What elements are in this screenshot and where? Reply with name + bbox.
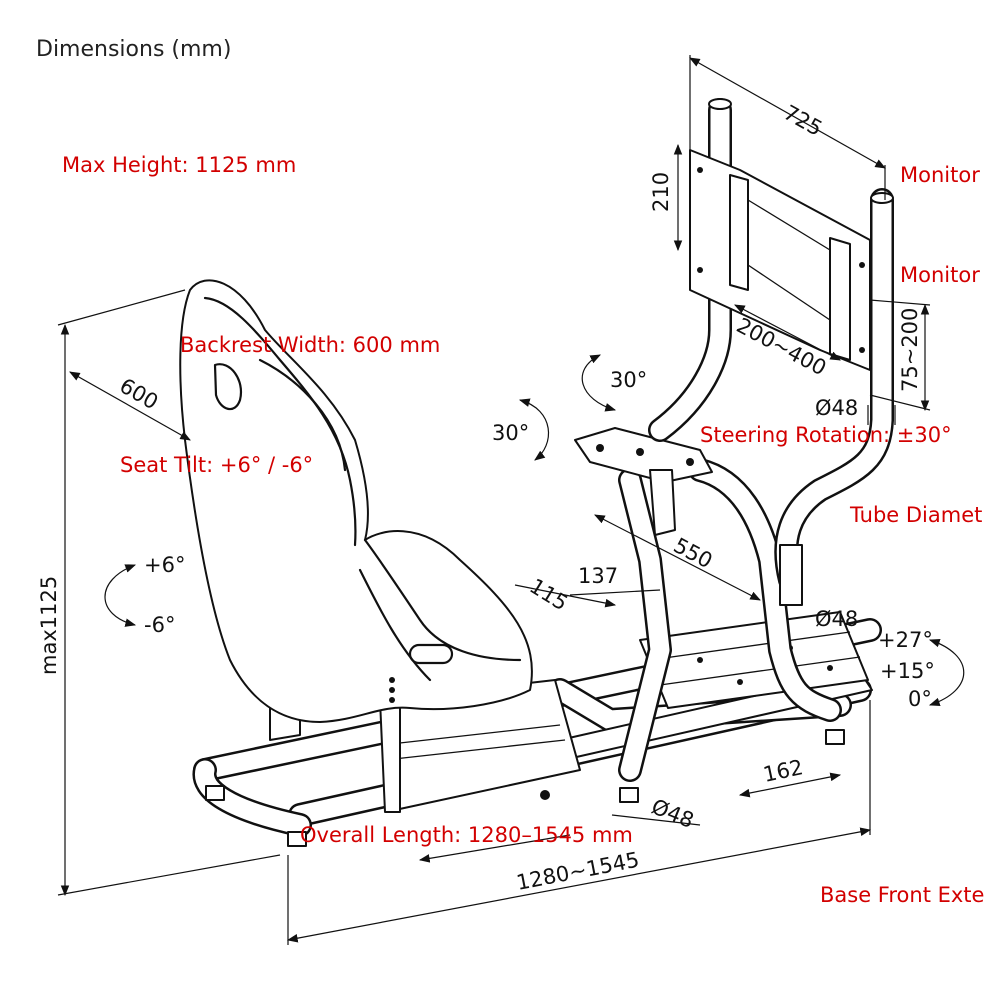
dim-30-a: 30° <box>610 368 647 392</box>
dim-162: 162 <box>761 755 805 787</box>
bucket-seat <box>179 279 533 723</box>
dim-phi48-bottom: Ø48 <box>648 794 697 832</box>
label-max-height: Max Height: 1125 mm <box>62 153 296 177</box>
dim-zero: 0° <box>908 687 932 711</box>
label-base-front: Base Front Exte <box>820 883 984 907</box>
dim-550: 550 <box>670 533 717 573</box>
label-tube-diameter: Tube Diamet <box>849 503 982 527</box>
dimension-lines <box>57 55 931 945</box>
dim-plus15: +15° <box>880 659 935 683</box>
dim-115: 115 <box>525 574 572 616</box>
diagram-title: Dimensions (mm) <box>36 37 231 62</box>
dim-600: 600 <box>116 374 163 415</box>
rotation-arcs <box>104 354 965 707</box>
dim-1280-1545: 1280~1545 <box>514 848 641 895</box>
dim-max1125: max1125 <box>37 576 61 675</box>
dim-137: 137 <box>578 564 618 588</box>
label-monitor-1: Monitor <box>900 163 980 187</box>
mast-clamp <box>779 544 803 606</box>
dim-phi48-top: Ø48 <box>815 396 858 420</box>
label-monitor-2: Monitor <box>900 263 980 287</box>
label-overall-length: Overall Length: 1280–1545 mm <box>300 823 633 847</box>
dim-minus6: -6° <box>144 613 175 637</box>
dim-75-200: 75~200 <box>898 308 922 392</box>
dim-725: 725 <box>780 100 827 140</box>
label-seat-tilt: Seat Tilt: +6° / -6° <box>120 453 313 477</box>
label-steering-rotation: Steering Rotation: ±30° <box>700 423 952 447</box>
dim-210: 210 <box>649 172 673 212</box>
dim-plus27: +27° <box>878 628 933 652</box>
dim-phi48-mid: Ø48 <box>815 607 858 631</box>
label-backrest-width: Backrest Width: 600 mm <box>180 333 440 357</box>
dim-30-b: 30° <box>492 421 529 445</box>
dim-plus6: +6° <box>144 553 185 577</box>
